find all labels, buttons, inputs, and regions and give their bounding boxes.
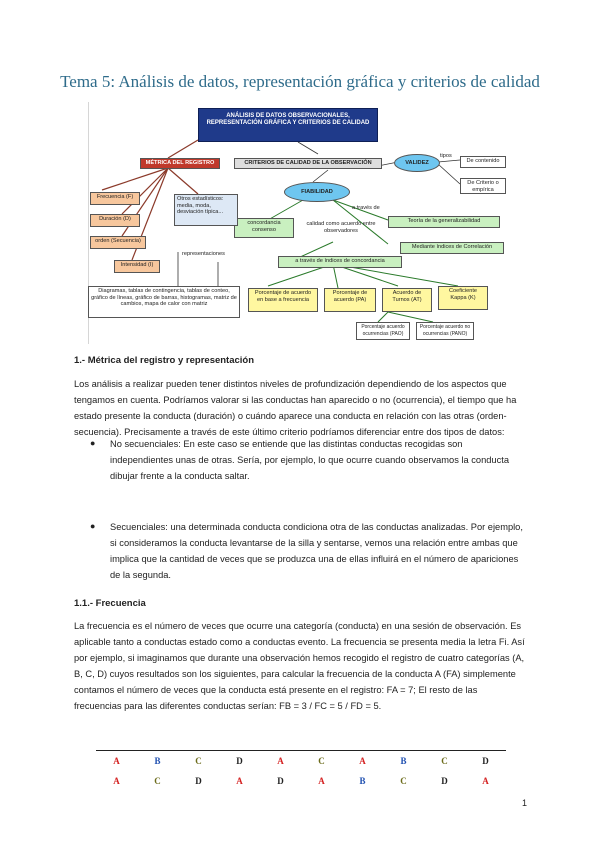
sequence-cell: C [318,756,325,766]
concept-porc-ocurrencia-sub: Porcentaje acuerdo ocurrencias (PAO) [356,322,410,340]
bullet-icon: ● [90,521,96,531]
concept-fiabilidad: FIABILIDAD [284,182,350,202]
concept-frecuencia: Frecuencia (F) [90,192,140,205]
concept-intensidad: Intensidad (I) [114,260,160,273]
concept-concordancia: concordancia consenso [234,218,294,238]
sequence-cell: B [154,756,161,766]
sequence-cell: D [195,776,202,786]
sequence-cell: B [400,756,407,766]
sequence-cell: A [482,776,489,786]
concept-indices: a través de índices de concordancia [278,256,402,268]
concept-porc-ocurrencia: Porcentaje de acuerdo (PA) [324,288,376,312]
concept-acuerdo-turnos: Acuerdo de Turnos (AT) [382,288,432,312]
sequence-cell: D [236,756,243,766]
concept-de-criterio: De Criterio o empírica [460,178,506,194]
concept-tipos: tipos [440,153,452,159]
concept-duracion: Duración (D) [90,214,140,227]
sequence-cell: C [154,776,161,786]
concept-main-box: ANÁLISIS DE DATOS OBSERVACIONALES, REPRE… [198,108,378,142]
concept-teoria: Teoría de la generalizabilidad [388,216,500,228]
bullet-icon: ● [90,438,96,448]
sequence-cell: A [359,756,366,766]
concept-porc-frecuencia: Porcentaje de acuerdo en base a frecuenc… [248,288,318,312]
concept-de-contenido: De contenido [460,156,506,168]
concept-metrica: MÉTRICA DEL REGISTRO [140,158,220,169]
sequence-cell: D [277,776,284,786]
sequence-cell: A [236,776,243,786]
sequence-cell: D [482,756,489,766]
concept-criterios: CRITERIOS DE CALIDAD DE LA OBSERVACIÓN [234,158,382,169]
concept-orden: orden (Secuencia) [90,236,146,249]
concept-a-traves-de: a través de [352,205,380,211]
page-title: Tema 5: Análisis de datos, representació… [60,72,540,91]
section1-paragraph: Los análisis a realizar pueden tener dis… [74,379,517,437]
section11-heading: 1.1.- Frecuencia [74,598,146,609]
concept-calidad: calidad como acuerdo entre observadores [306,221,376,234]
section11-paragraph: La frecuencia es el número de veces que … [74,621,525,711]
concept-otros: Otros estadísticos: media, moda, desviac… [174,194,238,226]
sequence-cell: A [318,776,325,786]
sequence-cell: B [359,776,366,786]
sequence-cell: D [441,776,448,786]
sequence-cell: C [400,776,407,786]
sequence-cell: C [441,756,448,766]
concept-diagramas: Diagramas, tablas de contingencia, tabla… [88,286,240,318]
concept-map: ANÁLISIS DE DATOS OBSERVACIONALES, REPRE… [88,102,518,344]
concept-validez: VALIDEZ [394,154,440,172]
concept-mediante: Mediante índices de Correlación [400,242,504,254]
concept-kappa: Coeficiente Kappa (K) [438,286,488,310]
concept-porc-no-ocurrencia-sub: Porcentaje acuerdo no ocurrencias (PANO) [416,322,474,340]
concept-representaciones: representaciones [182,251,225,257]
sequence-cell: A [113,776,120,786]
page-number: 1 [521,798,527,808]
bullet-secuenciales: Secuenciales: una determinada conducta c… [110,522,523,580]
sequence-cell: A [277,756,284,766]
sequence-cell: A [113,756,120,766]
sequence-cell: C [195,756,202,766]
section1-heading: 1.- Métrica del registro y representació… [74,355,255,366]
bullet-no-secuenciales: No secuenciales: En este caso se entiend… [110,439,509,481]
